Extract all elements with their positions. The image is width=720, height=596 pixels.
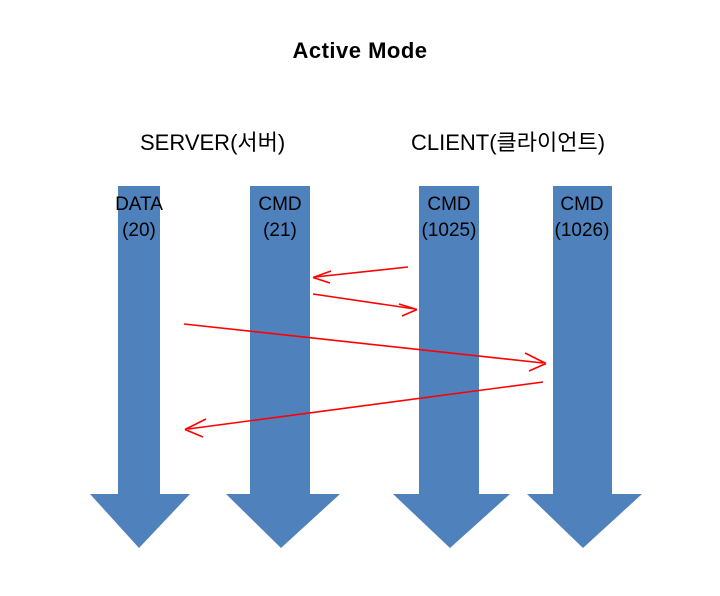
column-header-client: CLIENT(클라이언트) (411, 130, 606, 155)
lane-port-data-20: (20) (122, 220, 156, 241)
column-header-server: SERVER(서버) (140, 130, 286, 155)
lane-port-cmd-21: (21) (263, 220, 297, 241)
lane-arrow-data-20 (90, 186, 190, 548)
lane-port-cmd-1026: (1026) (554, 220, 610, 241)
lane-label-cmd-1025: CMD (1025) (408, 192, 490, 244)
lane-label-cmd-21: CMD (21) (245, 192, 315, 244)
lane-label-data-20: DATA (20) (104, 192, 174, 244)
lane-name-cmd-1025: CMD (427, 194, 471, 215)
lane-name-cmd-1026: CMD (560, 194, 604, 215)
lane-name-data-20: DATA (115, 194, 163, 215)
message-arrow-msg-1 (312, 266, 409, 284)
lane-label-cmd-1026: CMD (1026) (541, 192, 623, 244)
message-arrow-msg-2 (312, 293, 418, 317)
page-title: Active Mode (292, 38, 428, 63)
lane-arrow-cmd-1025 (393, 186, 510, 548)
message-arrow-msg-3 (183, 323, 547, 372)
message-arrow-msg-4 (184, 381, 544, 438)
lane-name-cmd-21: CMD (258, 194, 302, 215)
lane-arrow-cmd-21 (226, 186, 340, 548)
lane-port-cmd-1025: (1025) (421, 220, 477, 241)
lane-arrow-cmd-1026 (527, 186, 642, 548)
